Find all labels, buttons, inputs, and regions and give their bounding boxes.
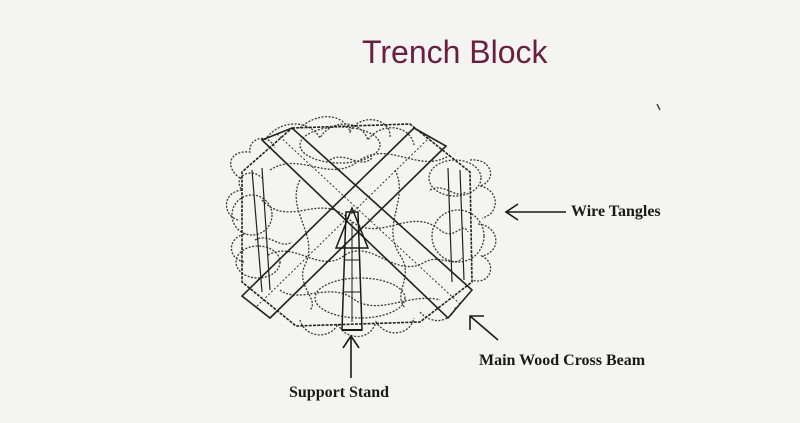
wire-tangles-label: Wire Tangles	[571, 203, 661, 220]
arrow-support-stand-icon	[342, 334, 360, 378]
stray-mark	[656, 103, 661, 111]
arrow-wire-tangles-icon	[504, 203, 566, 221]
support-stand-label: Support Stand	[289, 384, 390, 401]
main-beam-label: Main Wood Cross Beam	[479, 352, 646, 369]
main-wood-cross-beam	[240, 123, 474, 327]
support-stand	[334, 205, 370, 331]
diagram-title: Trench Block	[362, 34, 548, 70]
arrow-main-beam-icon	[469, 315, 499, 341]
